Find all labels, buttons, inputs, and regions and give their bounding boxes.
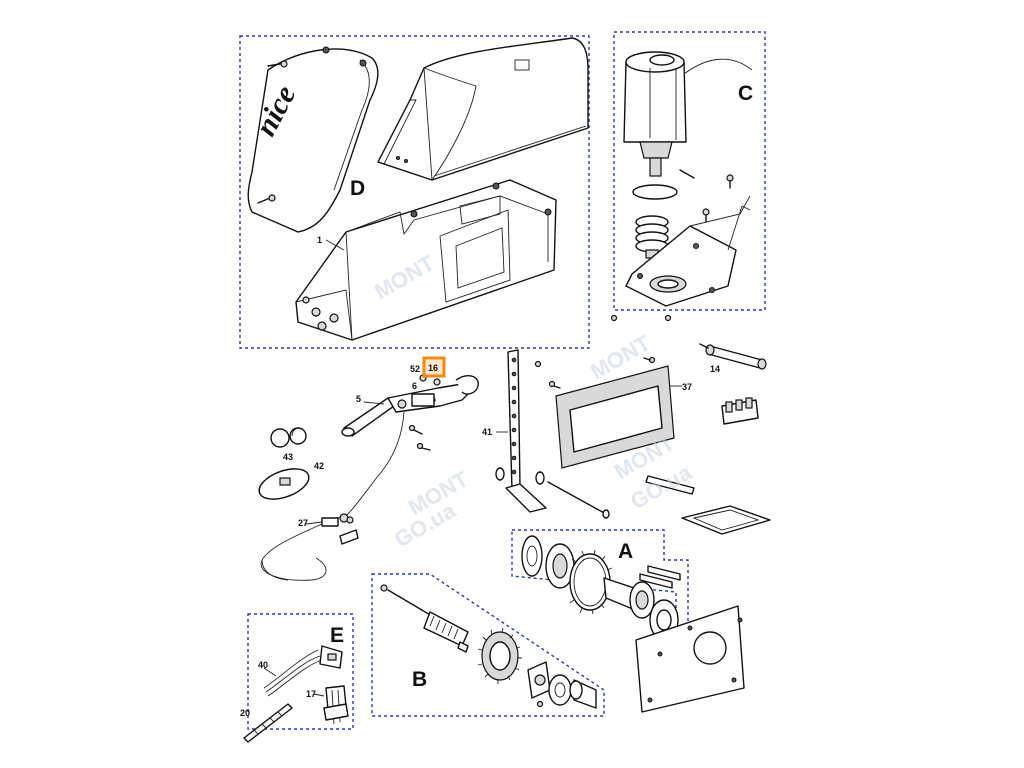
threaded-rod[interactable]	[535, 471, 610, 519]
output-bearings[interactable]	[629, 581, 679, 641]
group-b-box	[371, 573, 605, 717]
gear-wheel[interactable]	[477, 627, 522, 684]
part-number-20: 20	[240, 708, 250, 718]
group-d: nice	[239, 35, 590, 349]
release-lever-assembly[interactable]	[341, 375, 479, 517]
worm-shaft[interactable]	[380, 584, 469, 647]
worm-gear[interactable]	[635, 215, 669, 259]
base-housing[interactable]: 1	[295, 179, 557, 341]
group-c: C	[610, 31, 766, 322]
part-14[interactable]	[699, 343, 767, 370]
part-number-42: 42	[314, 461, 324, 471]
part-number-1: 1	[317, 235, 322, 245]
caps-43[interactable]	[270, 427, 307, 448]
part-number-43: 43	[283, 452, 293, 462]
part-number-41: 41	[482, 427, 492, 437]
square-gasket[interactable]	[681, 505, 771, 535]
motor-bracket[interactable]	[625, 195, 751, 307]
part-number-5: 5	[356, 394, 361, 404]
mounting-bracket-41[interactable]	[495, 349, 547, 513]
part-number-40: 40	[258, 660, 268, 670]
group-label-d: D	[350, 177, 365, 200]
part-number-14: 14	[710, 364, 720, 374]
bushings[interactable]	[548, 674, 597, 709]
part-number-27: 27	[298, 518, 308, 528]
gasket-37[interactable]	[555, 365, 675, 469]
probe-20[interactable]	[243, 703, 293, 743]
group-a: A	[511, 529, 689, 641]
hub-coupling[interactable]	[527, 661, 551, 699]
group-label-a: A	[618, 540, 633, 563]
group-c-box	[613, 31, 766, 311]
part-number-17: 17	[306, 689, 316, 699]
group-e-box	[247, 613, 354, 730]
o-ring	[632, 184, 678, 200]
connector-17[interactable]	[323, 685, 349, 725]
highlight-box	[422, 356, 446, 378]
part-number-6: 6	[412, 381, 417, 391]
motor[interactable]	[623, 51, 753, 177]
group-label-c: C	[738, 82, 753, 105]
part-number-37: 37	[682, 382, 692, 392]
group-b: B	[371, 573, 605, 717]
highlight-part-16[interactable]: 16	[422, 356, 446, 378]
strip-part[interactable]	[645, 475, 695, 495]
terminal-block[interactable]	[721, 397, 759, 425]
group-label-e: E	[330, 624, 344, 647]
part-number-52: 52	[410, 364, 420, 374]
bearing-set[interactable]	[521, 535, 575, 589]
group-label-b: B	[412, 668, 427, 691]
cover-plate-42[interactable]	[255, 463, 313, 505]
cable-27[interactable]	[260, 513, 359, 581]
wire-harness-40[interactable]	[263, 645, 343, 697]
top-cover[interactable]	[377, 37, 589, 181]
group-a-box	[511, 529, 689, 629]
part-number-16: 16	[428, 363, 438, 373]
group-e: 40 17 E	[247, 613, 354, 730]
group-d-box	[239, 35, 590, 349]
front-cover[interactable]: nice	[247, 46, 379, 233]
mounting-plate[interactable]	[635, 605, 745, 713]
